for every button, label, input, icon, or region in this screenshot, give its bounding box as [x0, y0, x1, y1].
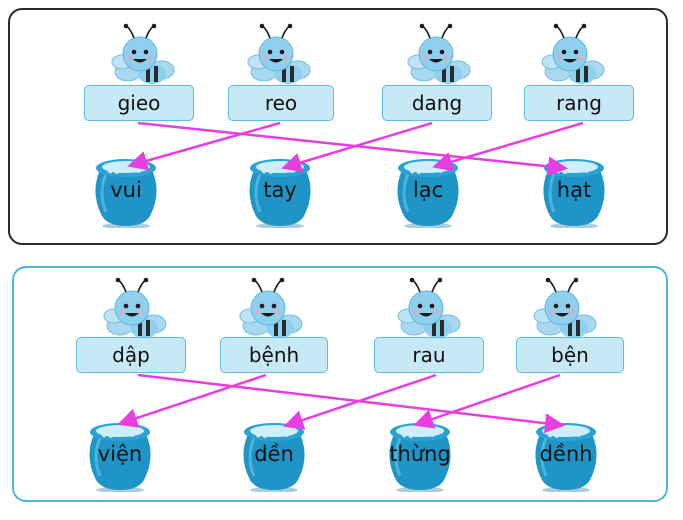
pot-label: tay	[263, 178, 297, 202]
bee-icon	[239, 276, 303, 339]
pot-label: thừng	[389, 442, 451, 466]
pot-label: lạc	[412, 178, 444, 202]
exercise-panel-2	[12, 266, 668, 502]
word-card-rau[interactable]: rau	[374, 337, 484, 373]
pot-label: dền	[254, 442, 294, 466]
word-label: rau	[412, 343, 446, 367]
honey-pot-tay[interactable]: tay	[240, 148, 320, 228]
word-card-ben[interactable]: bện	[516, 337, 624, 373]
exercise-panel-1	[8, 8, 668, 245]
honey-pot-vui[interactable]: vui	[86, 148, 166, 228]
word-label: bện	[551, 343, 589, 367]
pot-label: dềnh	[539, 442, 593, 466]
word-label: gieo	[117, 91, 161, 115]
word-label: reo	[264, 91, 298, 115]
honey-pot-thung[interactable]: thừng	[380, 412, 460, 492]
word-card-dang[interactable]: dang	[382, 85, 492, 121]
honey-pot-vien[interactable]: viện	[80, 412, 160, 492]
honey-pot-lac[interactable]: lạc	[388, 148, 468, 228]
bee-icon	[397, 276, 461, 339]
bee-icon	[103, 276, 167, 339]
bee-icon	[407, 22, 471, 85]
bee-icon	[541, 22, 605, 85]
honey-pot-den[interactable]: dền	[234, 412, 314, 492]
honey-pot-denh[interactable]: dềnh	[526, 412, 606, 492]
pot-label: hạt	[556, 178, 592, 202]
honey-pot-hat[interactable]: hạt	[534, 148, 614, 228]
word-label: dang	[411, 91, 463, 115]
pot-label: vui	[110, 178, 142, 202]
word-card-rang[interactable]: rang	[524, 85, 634, 121]
bee-icon	[111, 22, 175, 85]
bee-icon	[533, 276, 597, 339]
word-label: bệnh	[248, 343, 300, 367]
word-label: rang	[556, 91, 602, 115]
word-card-benh[interactable]: bệnh	[220, 337, 328, 373]
bee-icon	[247, 22, 311, 85]
word-card-gieo[interactable]: gieo	[84, 85, 194, 121]
word-card-dap[interactable]: dập	[76, 337, 186, 373]
word-card-reo[interactable]: reo	[228, 85, 334, 121]
word-label: dập	[112, 343, 150, 367]
pot-label: viện	[97, 442, 143, 466]
